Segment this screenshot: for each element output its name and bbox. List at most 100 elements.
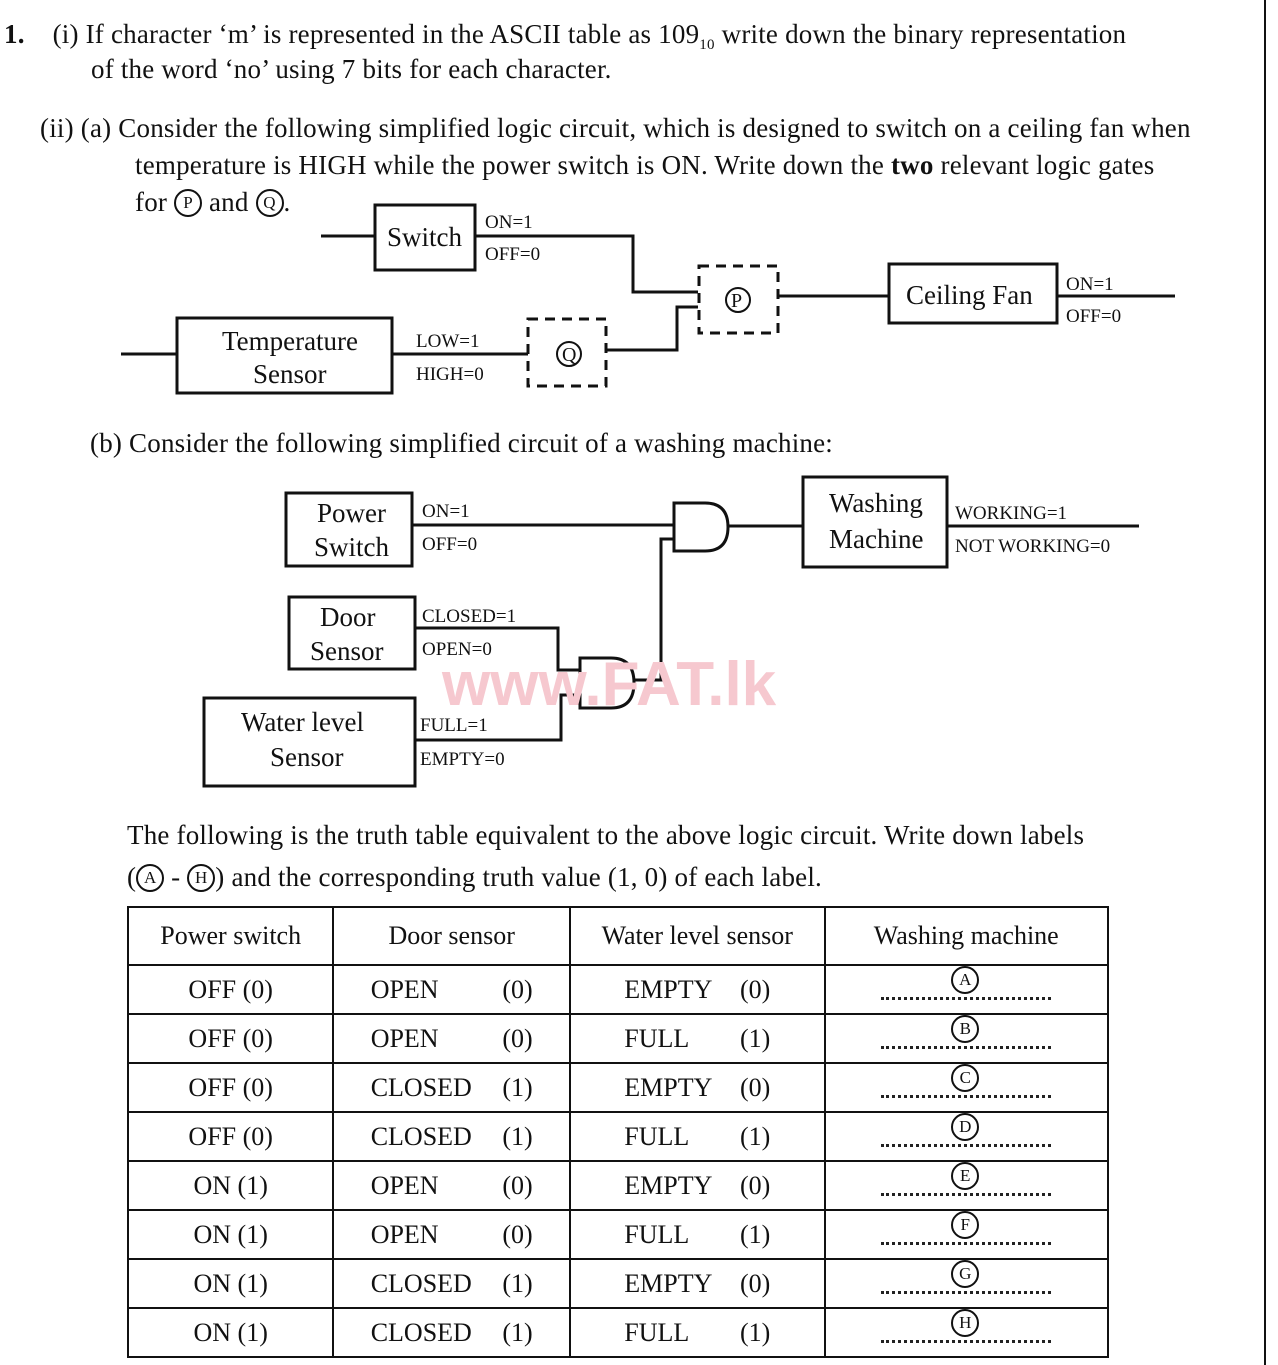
- truth-intro-rest: ) and the corresponding truth value (1, …: [215, 862, 822, 892]
- water-state: FULL: [624, 1023, 690, 1053]
- header-door-sensor: Door sensor: [332, 906, 572, 966]
- washing-machine-answer-cell[interactable]: G: [823, 1258, 1110, 1309]
- circled-q-icon: Q: [255, 189, 284, 217]
- door-value: (0): [502, 1170, 533, 1200]
- washing-machine-answer-cell[interactable]: F: [823, 1209, 1110, 1260]
- part-ii-a-text: Consider the following simplified logic …: [118, 113, 1191, 143]
- power-switch-cell: OFF (0): [126, 1013, 335, 1064]
- circled-h-icon: H: [187, 864, 216, 892]
- part-ii-label: (ii): [40, 113, 74, 143]
- circled-label-icon: F: [951, 1211, 980, 1239]
- washing-machine-answer-cell[interactable]: E: [823, 1160, 1110, 1211]
- power-value: ON (1): [193, 1170, 268, 1200]
- table-row: OFF (0) OPEN(0) FULL(1) B: [126, 1013, 1110, 1064]
- table-row: ON (1) CLOSED (1) EMPTY (0) G: [126, 1258, 1110, 1309]
- water-sensor-box-label-2: Sensor: [270, 742, 344, 772]
- water-state: FULL: [624, 1219, 690, 1249]
- washing-machine-answer-cell[interactable]: A: [823, 964, 1110, 1015]
- machine-not-working-label: NOT WORKING=0: [955, 536, 1110, 557]
- answer-blank[interactable]: H: [881, 1309, 1052, 1349]
- table-header-row: Power switch Door sensor Water level sen…: [126, 906, 1110, 966]
- water-sensor-cell: EMPTY(0): [569, 1160, 826, 1211]
- gate-p-label: P: [731, 290, 742, 312]
- part-b-text: Consider the following simplified circui…: [129, 428, 833, 458]
- circled-label-icon: A: [951, 966, 980, 994]
- question-1-part-i: 1. (i) If character ‘m’ is represented i…: [4, 17, 1126, 62]
- answer-blank[interactable]: F: [881, 1211, 1052, 1251]
- washing-machine-box-label: Washing: [829, 488, 923, 518]
- truth-intro-line-1: The following is the truth table equival…: [127, 820, 1085, 850]
- switch-box-label: Switch: [387, 222, 463, 252]
- dotted-line: [881, 1095, 1052, 1098]
- water-empty-label: EMPTY=0: [420, 749, 505, 770]
- water-sensor-cell: EMPTY(0): [569, 1062, 826, 1113]
- answer-blank[interactable]: C: [881, 1064, 1052, 1104]
- watermark: www.FAT.lk: [441, 650, 777, 719]
- door-state: OPEN: [370, 974, 439, 1004]
- dotted-line: [881, 997, 1052, 1000]
- page-margin-rule: [1264, 0, 1266, 1365]
- answer-blank[interactable]: G: [881, 1260, 1052, 1300]
- answer-blank[interactable]: B: [881, 1015, 1052, 1055]
- dotted-line: [881, 1242, 1052, 1245]
- door-value: (1): [502, 1121, 533, 1151]
- door-value: (1): [502, 1268, 533, 1298]
- power-value: OFF (0): [188, 1023, 273, 1053]
- power-switch-cell: OFF (0): [126, 1062, 335, 1113]
- water-sensor-cell: EMPTY(0): [569, 964, 826, 1015]
- period: .: [283, 187, 291, 217]
- power-switch-box-label-2: Switch: [314, 532, 390, 562]
- door-sensor-cell: OPEN (0): [332, 1160, 572, 1211]
- power-switch-cell: ON (1): [126, 1209, 335, 1260]
- part-i-label: (i): [52, 19, 79, 49]
- answer-blank[interactable]: D: [881, 1113, 1052, 1153]
- power-value: ON (1): [193, 1219, 268, 1249]
- temperature-box-label-2: Sensor: [253, 359, 327, 389]
- washing-machine-box-label-2: Machine: [829, 524, 923, 554]
- part-i-text-a: If character ‘m’ is represented in the A…: [85, 19, 700, 49]
- circled-label-icon: C: [951, 1064, 980, 1092]
- table-row: OFF (0) OPEN(0) EMPTY(0) A: [126, 964, 1110, 1015]
- header-power-switch: Power switch: [126, 906, 335, 966]
- door-state: OPEN: [370, 1170, 439, 1200]
- gate-q-circle-icon: [556, 341, 582, 367]
- water-state: FULL: [624, 1317, 690, 1347]
- answer-blank[interactable]: E: [881, 1162, 1052, 1202]
- header-washing-machine: Washing machine: [823, 906, 1110, 966]
- dash: -: [164, 862, 188, 892]
- dotted-line: [881, 1193, 1052, 1196]
- part-ii-b-line-1: (b) Consider the following simplified ci…: [90, 426, 833, 460]
- part-b-label: (b): [90, 428, 123, 458]
- washing-machine-answer-cell[interactable]: B: [823, 1013, 1110, 1064]
- paren-open: (: [127, 862, 137, 892]
- circled-p-icon: P: [174, 189, 203, 217]
- truth-intro-line-2: (A - H) and the corresponding truth valu…: [127, 860, 822, 894]
- power-value: ON (1): [193, 1268, 268, 1298]
- machine-working-label: WORKING=1: [955, 503, 1067, 524]
- circled-label-icon: B: [951, 1015, 980, 1043]
- ceiling-fan-box-label: Ceiling Fan: [906, 280, 1033, 310]
- water-sensor-cell: FULL(1): [569, 1111, 826, 1162]
- water-value: (0): [739, 1268, 771, 1298]
- part-i-text-b: write down the binary representation: [714, 19, 1127, 49]
- door-sensor-cell: OPEN(0): [332, 1209, 572, 1260]
- door-state: OPEN: [370, 1023, 439, 1053]
- washing-machine-answer-cell[interactable]: D: [823, 1111, 1110, 1162]
- circled-label-icon: G: [951, 1260, 980, 1288]
- door-sensor-cell: CLOSED(1): [332, 1307, 572, 1358]
- water-state: FULL: [624, 1121, 690, 1151]
- dotted-line: [881, 1046, 1052, 1049]
- water-sensor-box-label: Water level: [241, 707, 364, 737]
- table-row: OFF (0) CLOSED(1) EMPTY(0) C: [126, 1062, 1110, 1113]
- circled-label-icon: D: [951, 1113, 980, 1141]
- door-sensor-cell: OPEN(0): [332, 964, 572, 1015]
- water-state: EMPTY: [624, 1268, 713, 1298]
- washing-machine-answer-cell[interactable]: C: [823, 1062, 1110, 1113]
- answer-blank[interactable]: A: [881, 966, 1052, 1006]
- door-sensor-cell: OPEN(0): [332, 1013, 572, 1064]
- door-state: CLOSED: [370, 1268, 472, 1298]
- water-state: EMPTY: [624, 974, 713, 1004]
- washing-machine-answer-cell[interactable]: H: [823, 1307, 1110, 1358]
- header-water-level-sensor: Water level sensor: [569, 906, 826, 966]
- door-state: OPEN: [370, 1219, 439, 1249]
